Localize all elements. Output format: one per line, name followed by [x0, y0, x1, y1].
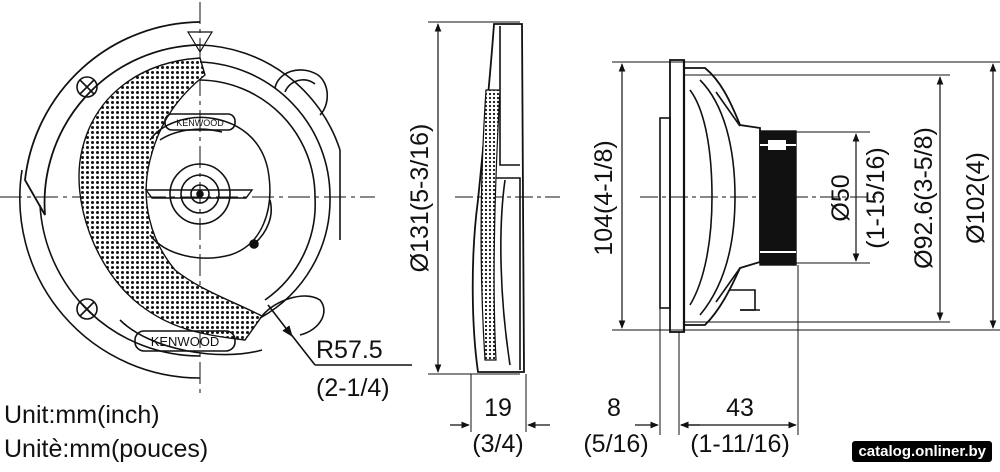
outer-diameter-label: Ø102(4) [962, 152, 990, 244]
side-profile-view [428, 21, 560, 432]
mount-depth-inch: (5/16) [583, 430, 648, 458]
watermark: catalog.onliner.by [852, 441, 992, 462]
mount-depth-label: 8 [607, 394, 621, 422]
unit-note-french: Unitè:mm(pouces) [4, 435, 209, 463]
diameter-131-label: Ø131(5-3/16) [406, 124, 434, 273]
side-view [612, 59, 1000, 435]
magnet-diameter-label: Ø50 [827, 174, 855, 221]
front-view [0, 2, 412, 395]
radius-dimension-inch: (2-1/4) [316, 374, 390, 402]
depth-19-inch: (3/4) [472, 430, 523, 458]
unit-note-english: Unit:mm(inch) [4, 401, 160, 429]
magnet-diameter-inch: (1-15/16) [862, 147, 890, 248]
total-depth-inch: (1-11/16) [690, 430, 790, 458]
cutout-diameter-label: Ø92.6(3-5/8) [910, 127, 938, 269]
height-104-label: 104(4-1/8) [590, 140, 618, 255]
brand-label-bottom: KENWOOD [151, 334, 220, 349]
total-depth-label: 43 [726, 394, 754, 422]
brand-label-top: KENWOOD [176, 118, 224, 128]
radius-dimension-label: R57.5 [316, 336, 383, 364]
depth-19-label: 19 [484, 394, 512, 422]
